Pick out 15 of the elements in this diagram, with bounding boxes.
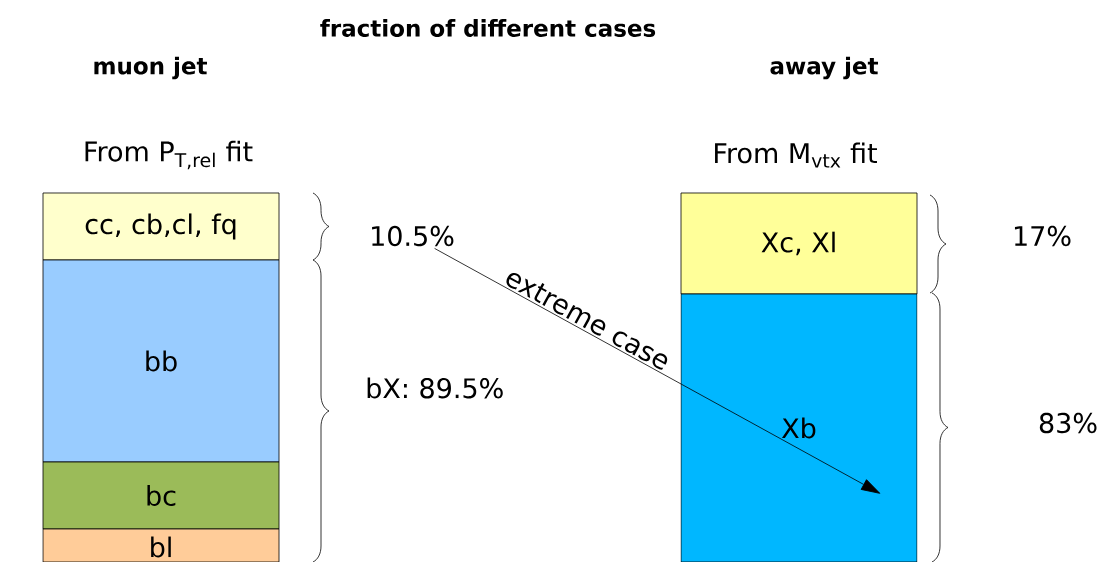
bar-segment: bl [42,528,280,562]
percentage-label: 83% [1039,412,1097,434]
bar-segment: cc, cb,cl, fq [42,192,280,261]
bar-segment: Xc, Xl [680,192,918,295]
bar-segment: Xb [680,293,918,562]
title: fraction of different cases [320,19,656,37]
arrow [434,248,881,494]
percentage-label: bX: 89.5% [367,377,503,399]
percentage-label: 10.5% [372,225,454,247]
bar-segment: bc [42,461,280,530]
column-heading: muon jet [94,56,207,80]
axis-caption: From M$_{vtx}$ fit [715,142,877,168]
bar-segment: bb [42,259,280,463]
percentage-label: 17% [1014,225,1071,247]
column-heading: away jet [770,56,878,80]
